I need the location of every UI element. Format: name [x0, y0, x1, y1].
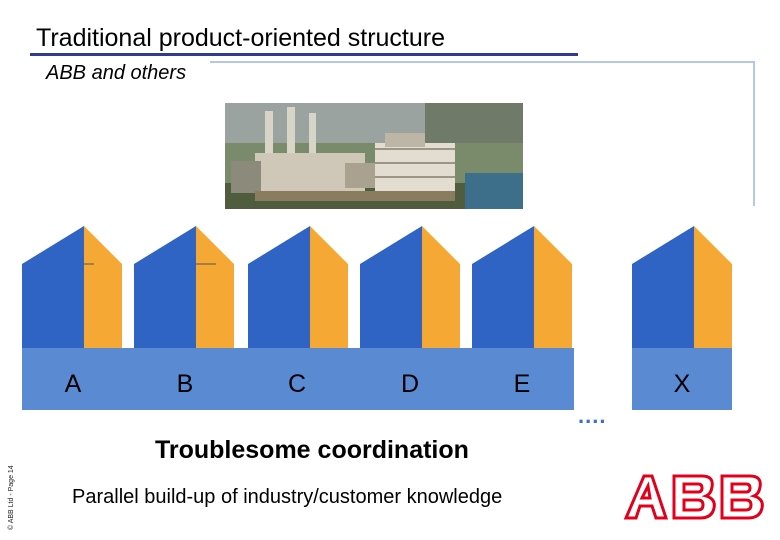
- house-icon-d: [360, 226, 460, 348]
- abb-logo: [623, 474, 764, 520]
- unit-label-x: X: [673, 370, 691, 398]
- house-icon-e: [472, 226, 572, 348]
- coordination-heading: Troublesome coordination: [155, 436, 469, 464]
- title-underline: [30, 53, 578, 56]
- house-icon-a: [22, 226, 122, 348]
- unit-label-e: E: [513, 370, 531, 398]
- footer-text: Parallel build-up of industry/customer k…: [72, 486, 503, 508]
- unit-label-a: A: [64, 370, 82, 398]
- copyright-text: © ABB Ltd - Page 14: [8, 465, 15, 530]
- product-band-x: [632, 348, 732, 410]
- slide-title: Traditional product-oriented structure: [36, 24, 445, 52]
- frame-line-top: [210, 61, 755, 63]
- unit-label-b: B: [176, 370, 194, 398]
- unit-label-c: C: [287, 370, 307, 398]
- ellipsis-dots: ....: [578, 403, 607, 428]
- house-icon-c: [248, 226, 348, 348]
- house-icon-b: [134, 226, 234, 348]
- house-icon-x: [632, 226, 732, 348]
- frame-line-right: [753, 61, 755, 206]
- power-plant-photo: [225, 103, 523, 209]
- slide-subtitle: ABB and others: [46, 62, 187, 84]
- product-band: [22, 348, 574, 410]
- unit-label-d: D: [400, 370, 420, 398]
